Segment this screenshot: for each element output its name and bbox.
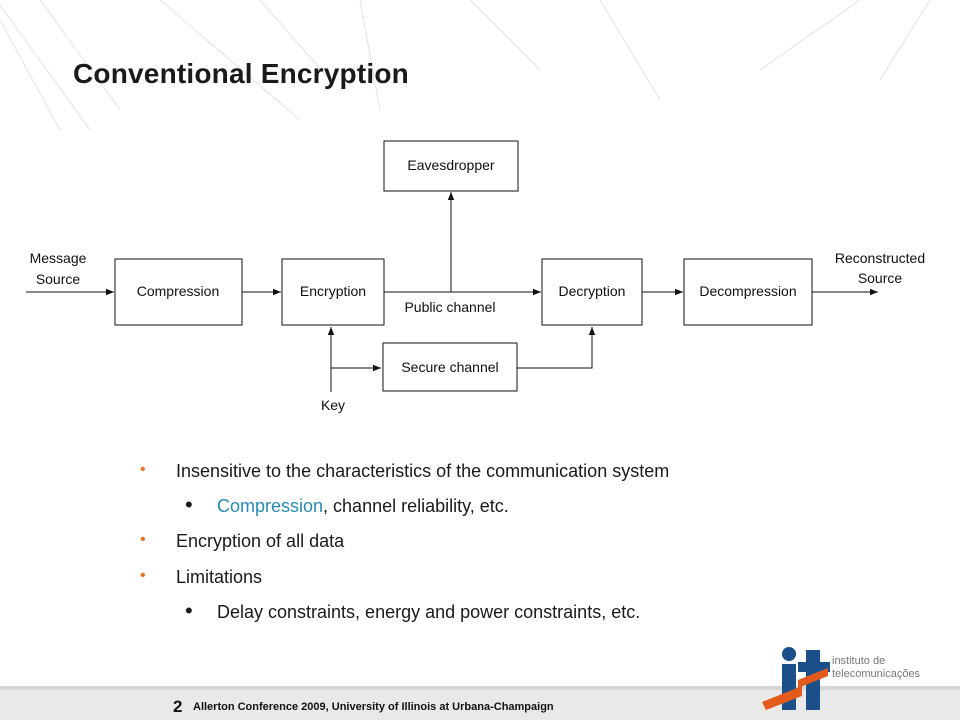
sub-bullet-icon: • — [185, 492, 193, 517]
sub-bullet-icon: • — [185, 598, 193, 623]
decompression-block-label: Decompression — [699, 283, 796, 299]
footer-band — [0, 686, 960, 690]
bullet-icon: • — [140, 531, 146, 548]
logo-text: instituto de telecomunicações — [832, 655, 920, 681]
secure-channel-block — [382, 342, 518, 392]
public-channel-label: Public channel — [404, 299, 495, 315]
logo-line-2: telecomunicações — [832, 668, 921, 680]
input-label: Message — [30, 250, 87, 266]
highlighted-term: Compression — [217, 496, 324, 516]
key-label: Key — [321, 397, 345, 413]
sub-bullet-rest: , channel reliability, etc. — [323, 496, 509, 516]
eavesdropper-block — [383, 140, 519, 192]
it-logo-icon — [762, 647, 830, 710]
bullet-text: Insensitive to the characteristics of th… — [176, 461, 670, 481]
encryption-block-label: Encryption — [300, 283, 366, 299]
compression-block — [114, 258, 243, 326]
encryption-block-diagram: Message Source Compression Encryption Ea… — [26, 140, 925, 413]
output-label-2: Source — [858, 270, 903, 286]
input-label-2: Source — [36, 271, 81, 287]
footer-text: Allerton Conference 2009, University of … — [193, 701, 554, 713]
slide-title: Conventional Encryption — [73, 58, 409, 89]
background-decoration — [0, 0, 931, 130]
page-number: 2 — [173, 697, 183, 716]
decryption-block-label: Decryption — [559, 283, 626, 299]
bullet-text: Limitations — [176, 567, 263, 587]
arrow-secure-channel-to-decryption — [517, 327, 596, 369]
sub-bullet-text: Compression, channel reliability, etc. — [217, 496, 509, 517]
decompression-block — [683, 258, 813, 326]
sub-bullet-text: Delay constraints, energy and power cons… — [217, 602, 641, 622]
compression-block-label: Compression — [137, 283, 219, 299]
decryption-block — [541, 258, 643, 326]
encryption-block — [281, 258, 385, 326]
bullet-icon: • — [140, 567, 146, 584]
eavesdropper-block-label: Eavesdropper — [407, 157, 495, 173]
bullet-text: Encryption of all data — [176, 531, 345, 551]
logo-line-1: instituto de — [832, 655, 886, 667]
bullet-icon: • — [140, 461, 146, 478]
secure-channel-block-label: Secure channel — [401, 359, 498, 375]
output-label: Reconstructed — [835, 250, 925, 266]
